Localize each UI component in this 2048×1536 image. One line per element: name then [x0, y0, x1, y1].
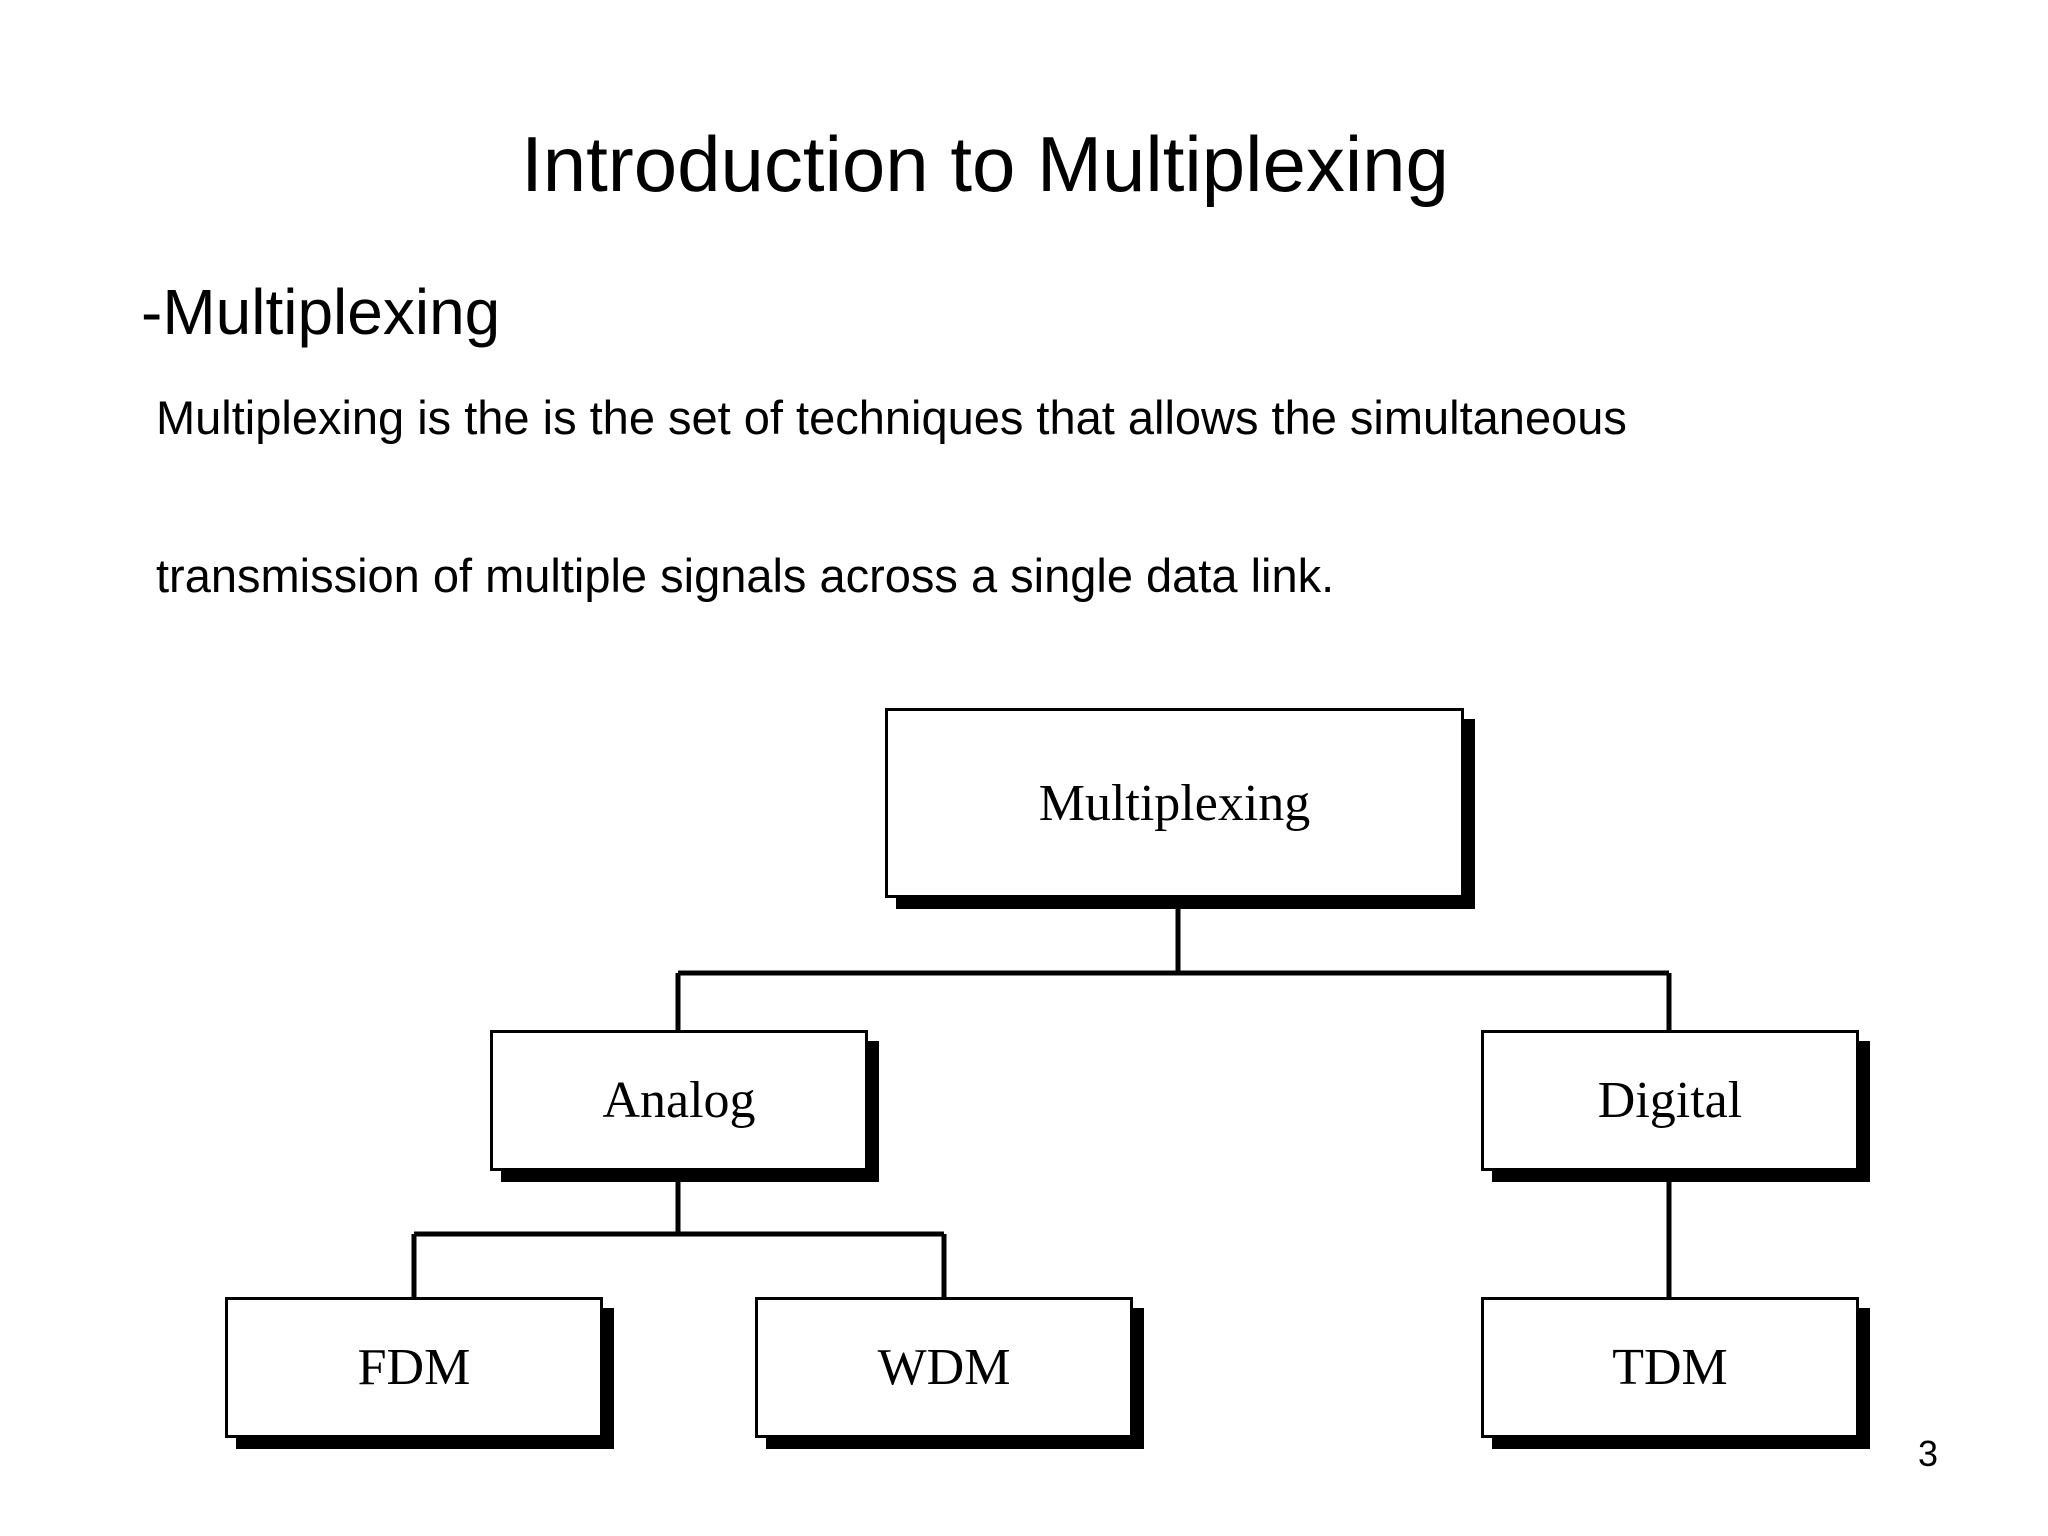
section-heading: -Multiplexing — [141, 276, 501, 348]
definition-line-2: transmission of multiple signals across … — [156, 549, 1335, 602]
tdm-node: TDM — [1481, 1297, 1859, 1438]
definition-line-1: Multiplexing is the is the set of techni… — [156, 391, 1627, 444]
wdm-node: WDM — [755, 1297, 1133, 1438]
digital-node: Digital — [1481, 1030, 1859, 1171]
multiplexing-node: Multiplexing — [885, 708, 1464, 898]
page-number: 3 — [1918, 1433, 1939, 1474]
fdm-node: FDM — [225, 1297, 603, 1438]
slide-title: Introduction to Multiplexing — [521, 120, 1449, 208]
analog-node: Analog — [490, 1030, 868, 1171]
